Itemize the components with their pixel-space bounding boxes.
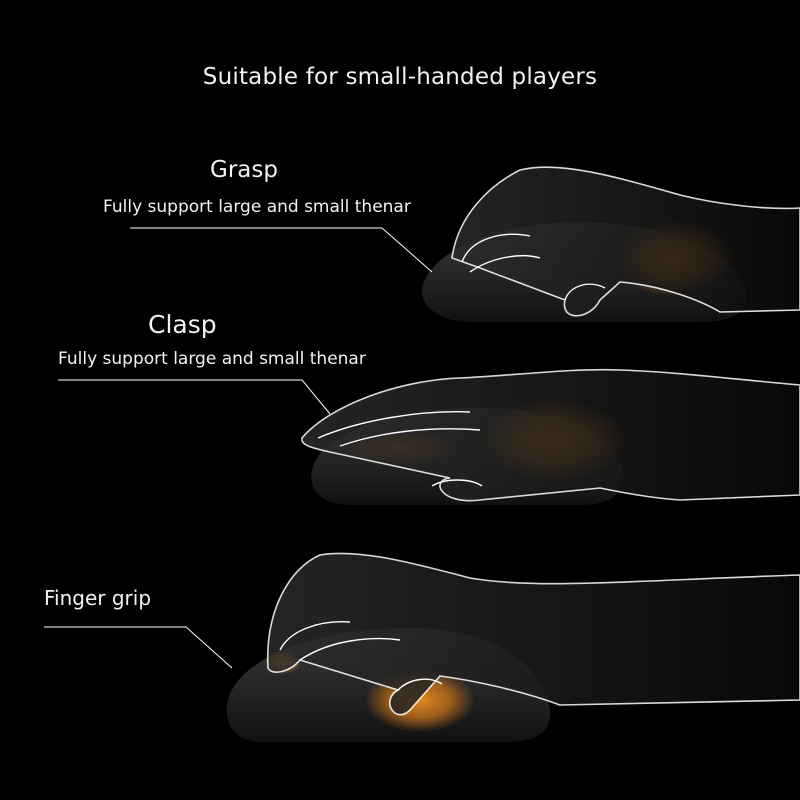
page-headline: Suitable for small-handed players	[202, 64, 598, 90]
grasp-finger-lines	[461, 233, 606, 301]
clasp-illustration	[58, 368, 800, 505]
clasp-finger-lines	[317, 411, 483, 487]
finger-grip-illustration	[44, 552, 800, 742]
finger-grip-finger-lines	[279, 621, 443, 691]
grasp-leader-line	[130, 227, 433, 273]
clasp-leader-line	[58, 379, 331, 415]
clasp-title: Clasp	[148, 310, 217, 339]
grasp-description: Fully support large and small thenar	[103, 197, 411, 217]
grasp-illustration	[130, 166, 800, 322]
finger-grip-title: Finger grip	[44, 586, 152, 610]
grasp-hand	[451, 166, 800, 317]
grasp-title: Grasp	[210, 157, 278, 183]
finger-grip-leader-line	[44, 626, 233, 669]
clasp-description: Fully support large and small thenar	[58, 349, 366, 369]
finger-grip-hand	[267, 552, 800, 716]
